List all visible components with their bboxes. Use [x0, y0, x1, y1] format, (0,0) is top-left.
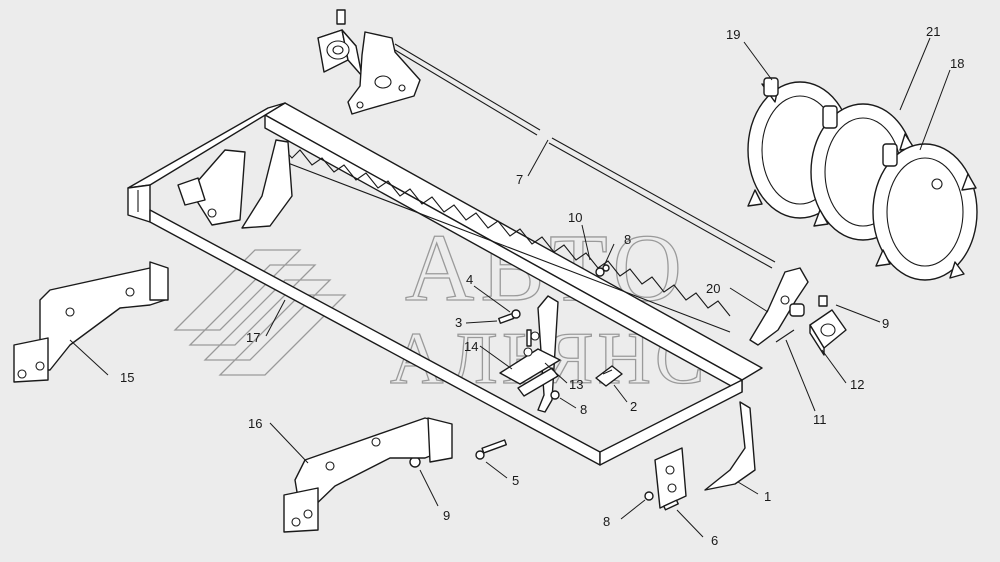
callout-20: 20 — [706, 281, 720, 296]
roller-wheels — [747, 77, 978, 281]
callout-6: 6 — [711, 533, 718, 548]
left-side-bracket — [13, 261, 169, 383]
tooth-bar — [279, 144, 731, 333]
nut-right — [644, 491, 654, 501]
callout-9-bottom: 9 — [443, 508, 450, 523]
callout-10: 10 — [568, 210, 582, 225]
callout-12: 12 — [850, 377, 864, 392]
center-tine — [499, 295, 561, 413]
callout-7: 7 — [516, 172, 523, 187]
callout-5: 5 — [512, 473, 519, 488]
callout-18: 18 — [950, 56, 964, 71]
callout-9-right: 9 — [882, 316, 889, 331]
axle-rod — [394, 43, 776, 269]
callout-17: 17 — [246, 330, 260, 345]
front-right-tine — [654, 401, 756, 509]
nut-top — [595, 267, 605, 277]
callout-14: 14 — [464, 339, 478, 354]
bolt-5 — [475, 439, 508, 460]
callout-labels: 19 21 18 7 10 8 4 3 14 13 8 2 20 9 12 11… — [120, 24, 964, 548]
callout-8-bottom: 8 — [603, 514, 610, 529]
callout-4: 4 — [466, 272, 473, 287]
clip-part — [595, 365, 623, 387]
top-bracket-plate — [347, 31, 421, 115]
callout-2: 2 — [630, 399, 637, 414]
small-bolt — [498, 309, 521, 324]
callout-15: 15 — [120, 370, 134, 385]
nut-center — [550, 390, 560, 400]
wheel-3 — [872, 143, 978, 281]
callout-19: 19 — [726, 27, 740, 42]
leader-lines — [69, 37, 951, 538]
bottom-side-bracket — [283, 417, 453, 533]
callout-8-center: 8 — [580, 402, 587, 417]
callout-16: 16 — [248, 416, 262, 431]
left-tine — [177, 139, 293, 229]
washer-top — [602, 264, 610, 272]
bolt-6 — [663, 499, 679, 511]
callout-3: 3 — [455, 315, 462, 330]
callout-8-top: 8 — [624, 232, 631, 247]
callout-11: 11 — [813, 412, 827, 427]
callout-1: 1 — [764, 489, 771, 504]
callout-13: 13 — [569, 377, 583, 392]
callout-21: 21 — [926, 24, 940, 39]
right-bracket — [749, 267, 847, 356]
top-flange-bearing — [317, 9, 363, 77]
